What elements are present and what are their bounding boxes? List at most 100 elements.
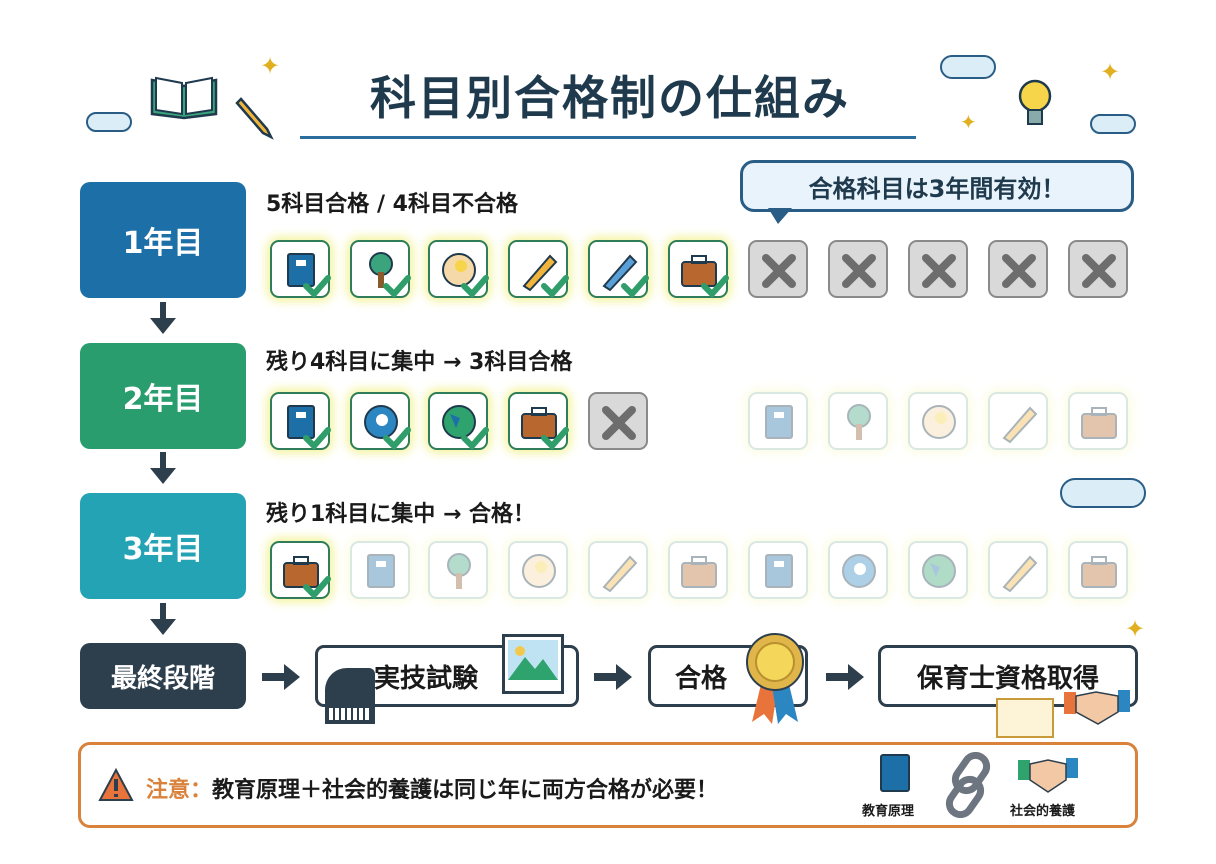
previously-passed-subject-tile: [668, 541, 728, 599]
certification-label: 保育士資格取得: [916, 663, 1099, 694]
briefcase-icon: [283, 556, 331, 600]
lightbulb-head-icon: [442, 253, 489, 299]
passed-subject-tile: [270, 392, 331, 451]
head-icon: [842, 554, 876, 588]
passed-subject-tile: [588, 240, 649, 299]
tree-icon: [447, 553, 471, 589]
year-1-heading: 5科目合格 / 4科目不合格: [266, 192, 518, 217]
previously-passed-subject-tile: [828, 541, 888, 599]
previously-passed-subject-tile: [508, 541, 568, 599]
passed-subject-tile: [270, 240, 331, 299]
previously-passed-subject-tile: [748, 392, 808, 450]
book-icon: [765, 554, 793, 588]
page-title: 科目別合格制の仕組み: [370, 71, 850, 125]
pencil-icon: [522, 254, 569, 299]
cross-icon: [1082, 254, 1116, 288]
passed-subject-tile: [668, 240, 729, 299]
cloud-icon: [1060, 478, 1146, 508]
cross-icon: [842, 254, 876, 288]
failed-subject-tile: [748, 240, 808, 298]
lightbulb-icon: [1010, 72, 1060, 134]
sparkle-icon: ✦: [960, 110, 977, 134]
failed-subject-tile: [1068, 240, 1128, 298]
failed-subject-tile: [588, 392, 648, 450]
warning-icon: [98, 767, 134, 802]
passed-subject-tile: [428, 392, 489, 451]
down-arrow-icon: [150, 603, 176, 635]
previously-passed-subject-tile: [908, 392, 968, 450]
cross-icon: [602, 406, 636, 440]
book-icon: [765, 405, 793, 439]
notice-message: 教育原理＋社会的養護は同じ年に両方合格が必要！: [212, 778, 719, 803]
right-arrow-icon: [594, 664, 632, 690]
book-icon: [148, 72, 220, 120]
cross-icon: [762, 254, 796, 288]
down-arrow-icon: [150, 452, 176, 484]
year-2-badge: 2年目: [80, 343, 246, 449]
pencil-icon: [1002, 555, 1038, 593]
principles-label: 教育原理: [862, 804, 915, 819]
sparkle-icon: ✦: [1100, 58, 1121, 86]
final-stage-badge: 最終段階: [80, 643, 246, 709]
cloud-icon: [86, 112, 132, 132]
tree-icon: [369, 252, 411, 299]
social-care-label: 社会的養護: [1010, 804, 1076, 819]
year-3-heading: 残り1科目に集中 → 合格！: [266, 502, 536, 527]
practical-exam-label: 実技試験: [374, 663, 479, 694]
sparkle-icon: ✦: [1125, 615, 1146, 643]
globe-icon: [442, 405, 489, 451]
notice-prefix: 注意：: [146, 778, 213, 803]
passed-subject-tile: [508, 392, 569, 451]
previously-passed-subject-tile: [428, 541, 488, 599]
medal-icon: [740, 630, 810, 726]
previously-passed-subject-tile: [988, 392, 1048, 450]
passed-subject-tile: [350, 392, 411, 451]
passed-subject-tile: [508, 240, 569, 299]
cloud-icon: [940, 55, 996, 79]
piano-icon: [325, 668, 375, 724]
cross-icon: [922, 254, 956, 288]
previously-passed-subject-tile: [350, 541, 410, 599]
passed-subject-tile: [350, 240, 411, 299]
notice-text: 注意：教育原理＋社会的養護は同じ年に両方合格が必要！: [146, 772, 718, 804]
lightbulb-head-icon: [922, 405, 956, 439]
passed-subject-tile: [428, 240, 489, 299]
cross-icon: [1002, 254, 1036, 288]
previously-passed-subject-tile: [748, 541, 808, 599]
title-underline: [300, 136, 916, 139]
book-icon: [367, 554, 395, 588]
handshake-icon: [1062, 684, 1132, 728]
year-3-badge: 3年目: [80, 493, 246, 599]
book-icon: [287, 405, 331, 451]
tree-icon: [847, 404, 871, 440]
previously-passed-subject-tile: [588, 541, 648, 599]
briefcase-icon: [681, 556, 717, 588]
book-icon: [287, 253, 331, 299]
certificate-icon: [996, 698, 1054, 738]
handshake-icon: [1016, 754, 1080, 794]
failed-subject-tile: [988, 240, 1048, 298]
chain-link-icon: [938, 751, 1000, 819]
picture-icon: [502, 634, 564, 694]
previously-passed-subject-tile: [1068, 392, 1128, 450]
down-arrow-icon: [150, 302, 176, 334]
globe-icon: [922, 554, 956, 588]
year-1-badge: 1年目: [80, 182, 246, 298]
failed-subject-tile: [908, 240, 968, 298]
right-arrow-icon: [826, 664, 864, 690]
previously-passed-subject-tile: [1068, 541, 1128, 599]
previously-passed-subject-tile: [988, 541, 1048, 599]
briefcase-icon: [1081, 556, 1117, 588]
briefcase-icon: [1081, 407, 1117, 439]
pass-label: 合格: [675, 663, 728, 694]
previously-passed-subject-tile: [828, 392, 888, 450]
year-2-heading: 残り4科目に集中 → 3科目合格: [266, 350, 573, 375]
head-icon: [364, 405, 411, 451]
book-icon: [880, 754, 910, 792]
right-arrow-icon: [262, 664, 300, 690]
pen-icon: [602, 254, 649, 299]
pencil-icon: [602, 555, 638, 593]
sparkle-icon: ✦: [260, 52, 281, 80]
pencil-icon: [1002, 406, 1038, 444]
pencil-icon: [235, 95, 275, 140]
